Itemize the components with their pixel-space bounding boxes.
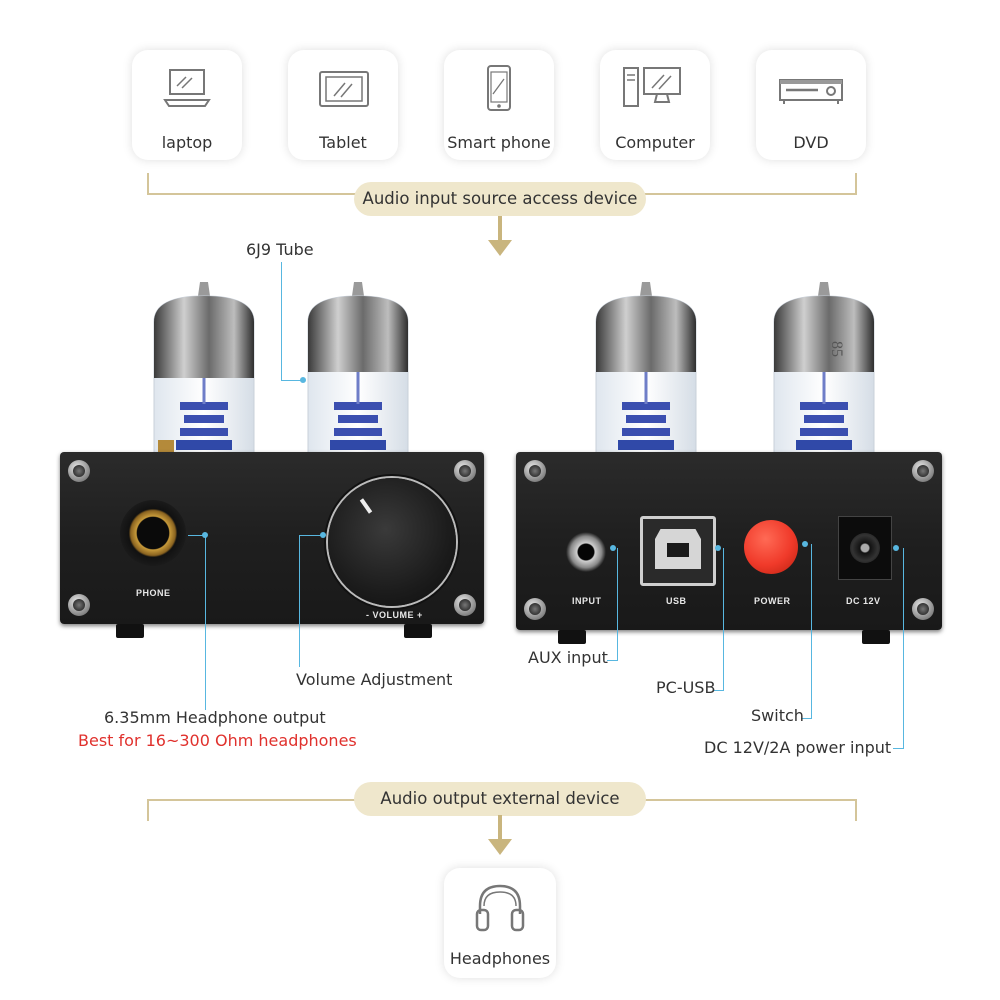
vacuum-tube-left — [153, 282, 255, 457]
vacuum-tube-left — [595, 282, 697, 457]
callout-line — [713, 690, 724, 691]
callout-line — [903, 548, 904, 748]
dvd-player-icon — [779, 79, 843, 104]
headphone-jack[interactable] — [120, 500, 186, 566]
phone-label: PHONE — [136, 588, 171, 598]
callout-dot — [300, 377, 306, 383]
callout-aux: AUX input — [528, 648, 608, 667]
callout-line — [205, 535, 206, 710]
callout-line — [281, 380, 303, 381]
laptop-icon — [163, 69, 211, 107]
foot — [862, 630, 890, 644]
vacuum-tube-right — [773, 282, 875, 457]
callout-dc-power: DC 12V/2A power input — [704, 738, 892, 757]
callout-line — [811, 544, 812, 718]
power-label: POWER — [754, 596, 791, 606]
input-banner: Audio input source access device — [354, 182, 646, 216]
callout-line — [299, 535, 300, 667]
callout-dot — [802, 541, 808, 547]
headphones-icon — [475, 884, 525, 932]
screw — [524, 598, 546, 620]
screw — [912, 460, 934, 482]
volume-label: - VOLUME + — [366, 610, 423, 620]
vacuum-tube-right — [307, 282, 409, 457]
output-banner: Audio output external device — [354, 782, 646, 816]
tablet-icon — [319, 71, 369, 107]
knob-indicator — [359, 498, 373, 514]
tube-marking: 85 — [828, 341, 845, 357]
callout-volume: Volume Adjustment — [296, 670, 453, 689]
callout-dot — [893, 545, 899, 551]
device-card-headphones: Headphones — [444, 868, 556, 978]
device-label: Smart phone — [447, 133, 551, 152]
down-arrow-icon — [488, 815, 512, 855]
computer-icon — [623, 67, 681, 107]
callout-line — [723, 548, 724, 690]
callout-line — [893, 748, 904, 749]
screw — [454, 460, 476, 482]
callout-dot — [715, 545, 721, 551]
dc-label: DC 12V — [846, 596, 881, 606]
device-card-laptop: laptop — [132, 50, 242, 160]
usb-label: USB — [666, 596, 687, 606]
callout-headphone-note: Best for 16~300 Ohm headphones — [78, 731, 357, 750]
usb-b-port[interactable] — [640, 516, 716, 586]
callout-dot — [610, 545, 616, 551]
aux-input-jack[interactable] — [566, 532, 606, 572]
callout-line — [607, 660, 618, 661]
device-label: Computer — [615, 133, 695, 152]
device-card-smartphone: Smart phone — [444, 50, 554, 160]
input-label: INPUT — [572, 596, 602, 606]
device-label: DVD — [793, 133, 829, 152]
callout-pc-usb: PC-USB — [656, 678, 716, 697]
device-card-tablet: Tablet — [288, 50, 398, 160]
screw — [912, 598, 934, 620]
down-arrow-icon — [488, 216, 512, 256]
foot — [116, 624, 144, 638]
callout-line — [801, 718, 812, 719]
callout-dot — [320, 532, 326, 538]
callout-line — [188, 535, 205, 536]
dc-power-jack[interactable] — [838, 516, 892, 580]
smartphone-icon — [487, 65, 511, 111]
screw — [454, 594, 476, 616]
callout-line — [281, 262, 282, 381]
screw — [524, 460, 546, 482]
screw — [68, 594, 90, 616]
callout-tube: 6J9 Tube — [246, 240, 314, 259]
back-panel: INPUT USB POWER DC 12V — [516, 452, 942, 630]
screw — [68, 460, 90, 482]
callout-switch: Switch — [751, 706, 804, 725]
volume-knob[interactable] — [328, 478, 456, 606]
device-label: Headphones — [449, 949, 551, 968]
device-label: laptop — [161, 133, 213, 152]
device-label: Tablet — [319, 133, 367, 152]
foot — [558, 630, 586, 644]
power-button[interactable] — [744, 520, 798, 574]
callout-line — [299, 535, 321, 536]
foot — [404, 624, 432, 638]
callout-line — [617, 548, 618, 660]
device-card-dvd: DVD — [756, 50, 866, 160]
callout-headphone-output: 6.35mm Headphone output — [104, 708, 326, 727]
front-panel: PHONE - VOLUME + — [60, 452, 484, 624]
device-card-computer: Computer — [600, 50, 710, 160]
